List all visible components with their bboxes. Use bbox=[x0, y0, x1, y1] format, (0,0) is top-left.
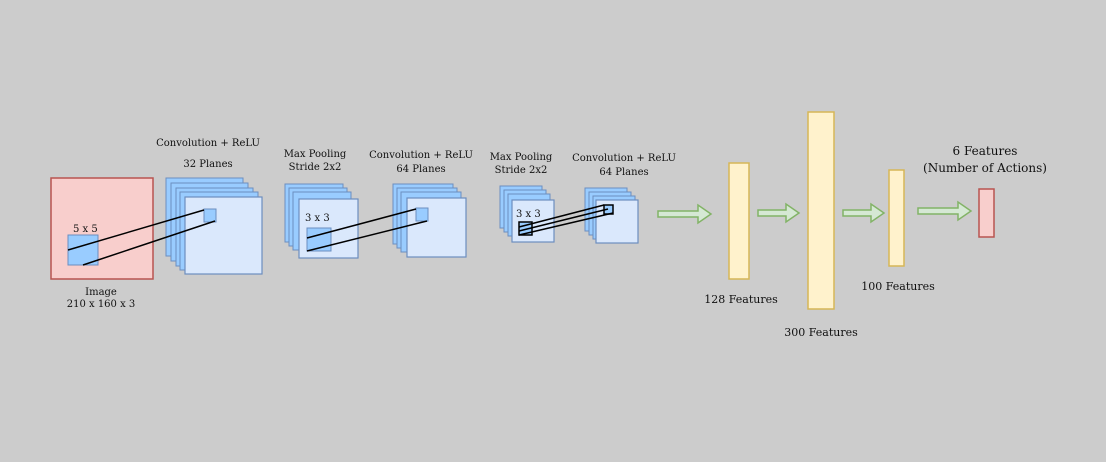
pool1-title: Max Pooling bbox=[284, 149, 347, 160]
conv2-plane-front bbox=[406, 197, 467, 258]
pool2-title: Max Pooling bbox=[490, 152, 553, 163]
connector-line bbox=[306, 220, 428, 252]
pool1-plane-stack: 3 x 3 bbox=[284, 183, 359, 259]
conv1-plane-stack bbox=[165, 177, 263, 275]
conv3-plane-stack bbox=[584, 187, 639, 244]
connector-line bbox=[82, 220, 216, 266]
connector-line bbox=[518, 208, 609, 232]
input-image-label: Image bbox=[85, 287, 117, 298]
conv2-title: Convolution + ReLU bbox=[369, 150, 473, 161]
connector-line bbox=[518, 212, 614, 236]
connector-line bbox=[67, 209, 205, 251]
conv1-title: Convolution + ReLU bbox=[156, 138, 260, 149]
fc2-label: 300 Features bbox=[784, 326, 858, 339]
input-image-layer: 5 x 5 bbox=[50, 177, 154, 280]
connector-line bbox=[518, 204, 605, 228]
pool1-subtitle: Stride 2x2 bbox=[289, 162, 342, 173]
conv2-kernel-patch bbox=[415, 207, 429, 222]
connector-line bbox=[306, 208, 417, 239]
input-kernel-patch bbox=[67, 234, 99, 266]
pool1-kernel-label: 3 x 3 bbox=[305, 213, 330, 224]
conv2-plane-stack bbox=[392, 183, 467, 258]
conv2-subtitle: 64 Planes bbox=[396, 164, 445, 175]
pool2-kernel-outline bbox=[518, 221, 533, 236]
fc3-layer-bar bbox=[888, 169, 905, 267]
pool2-kernel-label: 3 x 3 bbox=[516, 209, 541, 220]
conv3-plane-front bbox=[595, 199, 639, 244]
receptive-field-lines bbox=[67, 204, 614, 266]
fc1-label: 128 Features bbox=[704, 293, 778, 306]
fc2-layer-bar bbox=[807, 111, 835, 310]
right-arrow-icon bbox=[757, 202, 801, 224]
conv1-subtitle: 32 Planes bbox=[183, 159, 232, 170]
input-image-dims: 210 x 160 x 3 bbox=[67, 299, 136, 310]
output-layer-bar bbox=[978, 188, 995, 238]
input-image-block bbox=[50, 177, 154, 280]
input-kernel-label: 5 x 5 bbox=[73, 224, 98, 235]
right-arrow-icon bbox=[917, 200, 973, 222]
flow-arrows bbox=[657, 200, 973, 225]
fc3-label: 100 Features bbox=[861, 280, 935, 293]
output-label-line2: (Number of Actions) bbox=[923, 161, 1047, 175]
right-arrow-icon bbox=[657, 203, 713, 225]
pool2-subtitle: Stride 2x2 bbox=[495, 165, 548, 176]
conv3-subtitle: 64 Planes bbox=[599, 167, 648, 178]
conv3-kernel-outline bbox=[603, 204, 614, 215]
conv1-kernel-patch bbox=[203, 208, 217, 223]
right-arrow-icon bbox=[842, 202, 886, 224]
output-label-line1: 6 Features bbox=[953, 144, 1018, 158]
conv3-title: Convolution + ReLU bbox=[572, 153, 676, 164]
fc1-layer-bar bbox=[728, 162, 750, 280]
conv1-plane-front bbox=[184, 196, 263, 275]
